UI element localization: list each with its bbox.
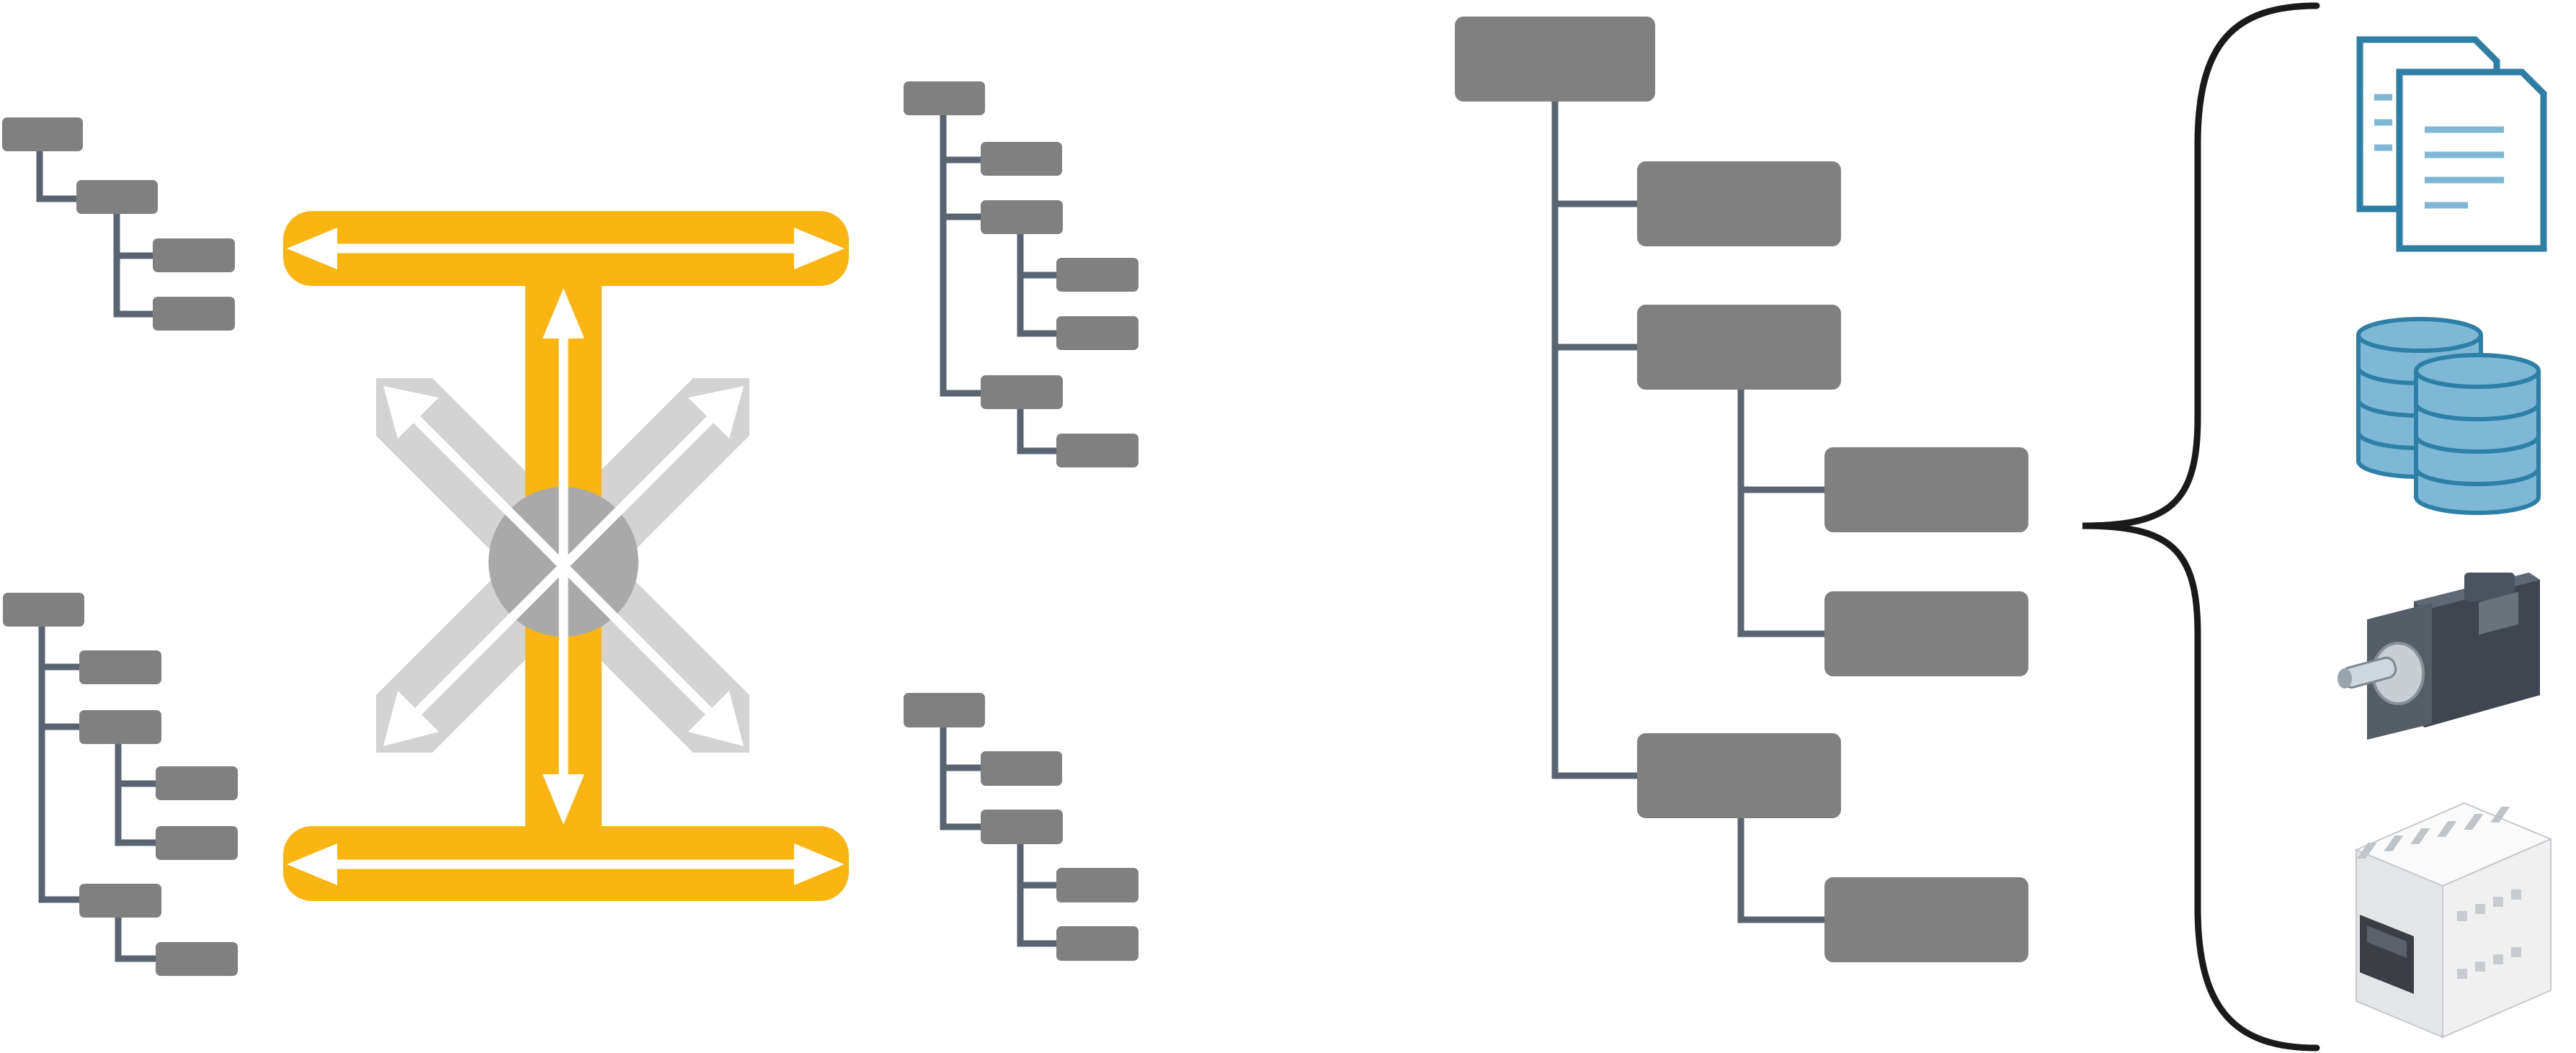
tree-connector [113, 209, 153, 318]
arrow-diagonal-b [406, 408, 721, 724]
tree-node [1824, 591, 2028, 676]
tree-connector [1017, 225, 1056, 337]
tree-connector [1737, 817, 1824, 923]
arrowhead [287, 228, 337, 269]
arrowhead [543, 774, 584, 825]
tree-node [981, 810, 1063, 844]
tree-large [1455, 17, 2028, 962]
tree-node [981, 142, 1062, 176]
hub-arrows [324, 243, 807, 869]
tree-node [1056, 258, 1138, 292]
tree-top-left [2, 117, 235, 331]
tree-node [156, 826, 238, 860]
tree-top-right [904, 81, 1138, 467]
documents-icon [2356, 36, 2547, 252]
arrowhead [688, 691, 744, 746]
tree-node [1637, 733, 1841, 818]
tree-node [2, 117, 83, 151]
tree-connector [115, 735, 156, 846]
tree-node [1637, 305, 1841, 390]
servo-motor-icon [2337, 573, 2540, 740]
tree-connector [38, 612, 79, 903]
tree-node [1056, 926, 1138, 961]
tree-node [1824, 447, 2028, 532]
tree-connector [940, 115, 981, 397]
tree-node [76, 180, 158, 214]
arrowhead [287, 843, 337, 885]
arrowhead [383, 691, 439, 746]
arrowhead [383, 386, 439, 439]
hub-diagram [283, 211, 849, 901]
tree-node [981, 375, 1063, 409]
tree-node [1056, 434, 1138, 467]
tree-node [904, 693, 985, 727]
tree-connector [940, 727, 981, 830]
plc-controller-icon [2354, 802, 2553, 1039]
tree-node [79, 884, 161, 918]
arrowhead [688, 386, 744, 439]
tree-connector [1551, 101, 1637, 779]
tree-node [1637, 161, 1841, 246]
tree-connector [1737, 389, 1824, 637]
tree-node [1455, 17, 1655, 102]
tree-node [1056, 868, 1138, 902]
database-icon [2356, 317, 2541, 515]
tree-bottom-left [3, 593, 238, 976]
tree-bottom-right [904, 693, 1138, 961]
tree-connector [36, 137, 76, 202]
tree-node [1056, 316, 1138, 350]
tree-node [156, 766, 238, 800]
tree-connector [1017, 402, 1056, 454]
tree-node [153, 238, 235, 272]
tree-node [156, 942, 238, 976]
tree-connector [1017, 835, 1056, 947]
arrowhead [794, 228, 844, 269]
tree-node [79, 710, 161, 744]
tree-connector [115, 909, 156, 962]
tree-node [79, 650, 161, 684]
tree-node [904, 81, 985, 115]
tree-node [1824, 877, 2028, 962]
arrow-heads [287, 228, 844, 885]
curly-brace [2082, 2, 2320, 1052]
tree-node [981, 751, 1062, 786]
arrowhead [543, 288, 584, 339]
arrowhead [794, 843, 844, 885]
tree-node [3, 593, 84, 627]
tree-node [153, 297, 235, 331]
tree-node [981, 200, 1063, 234]
